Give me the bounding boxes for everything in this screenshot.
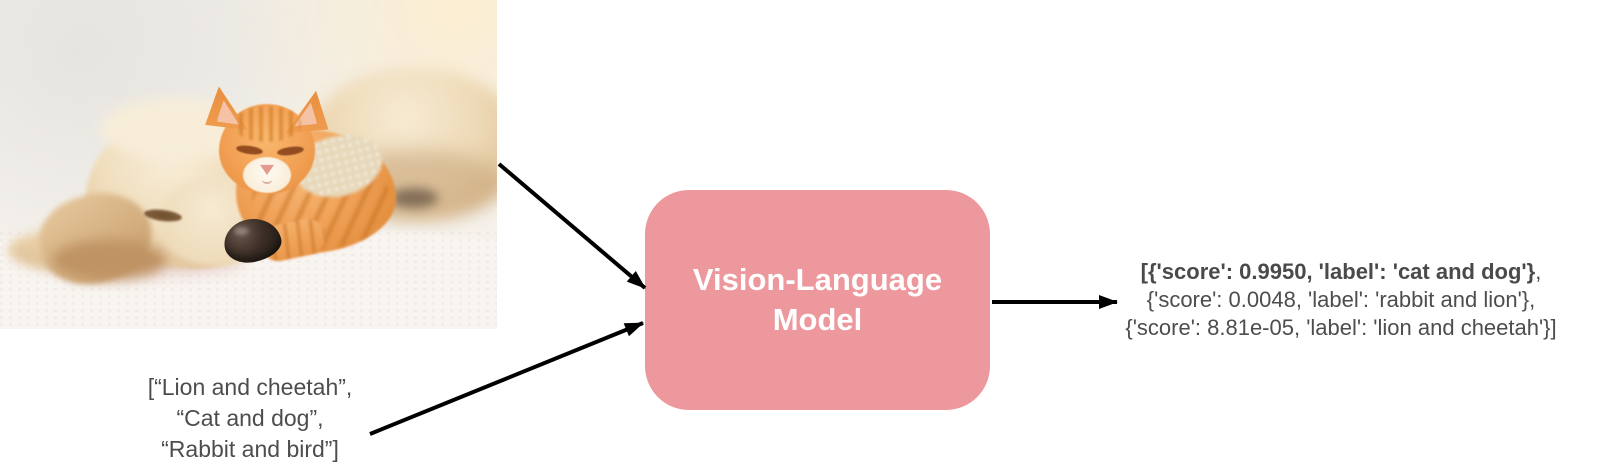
output-text: [{'score': 0.9950, 'label': 'cat and dog… bbox=[1082, 258, 1600, 342]
output-line-2: {'score': 0.0048, 'label': 'rabbit and l… bbox=[1146, 287, 1536, 312]
candidate-label-line: [“Lion and cheetah”, bbox=[147, 374, 353, 400]
candidate-label-line: “Cat and dog”, bbox=[176, 405, 324, 431]
output-line-1-bold: [{'score': 0.9950, 'label': 'cat and dog… bbox=[1140, 259, 1536, 284]
output-line-3: {'score': 8.81e-05, 'label': 'lion and c… bbox=[1125, 315, 1557, 340]
candidate-label-line: “Rabbit and bird”] bbox=[161, 436, 339, 462]
puppy-ear-fringe bbox=[52, 240, 167, 280]
output-line-1-tail: , bbox=[1535, 259, 1542, 284]
vision-language-model-box: Vision-Language Model bbox=[645, 190, 990, 410]
kitten-forehead-stripes bbox=[233, 106, 301, 142]
kitten-mouth bbox=[262, 176, 272, 184]
output-line-1: [{'score': 0.9950, 'label': 'cat and dog… bbox=[1082, 258, 1600, 286]
kitten-nose bbox=[260, 164, 274, 175]
arrow-labels-to-model bbox=[369, 321, 644, 436]
candidate-labels-text: [“Lion and cheetah”, “Cat and dog”, “Rab… bbox=[90, 372, 410, 465]
model-label-line: Model bbox=[772, 302, 863, 337]
input-image bbox=[0, 0, 497, 329]
puppy-paw-pads bbox=[390, 188, 438, 208]
kitten-muzzle bbox=[243, 157, 291, 193]
puppy-nose-highlight bbox=[234, 227, 249, 235]
arrow-image-to-model bbox=[497, 162, 647, 290]
model-label-line: Vision-Language bbox=[692, 262, 943, 297]
